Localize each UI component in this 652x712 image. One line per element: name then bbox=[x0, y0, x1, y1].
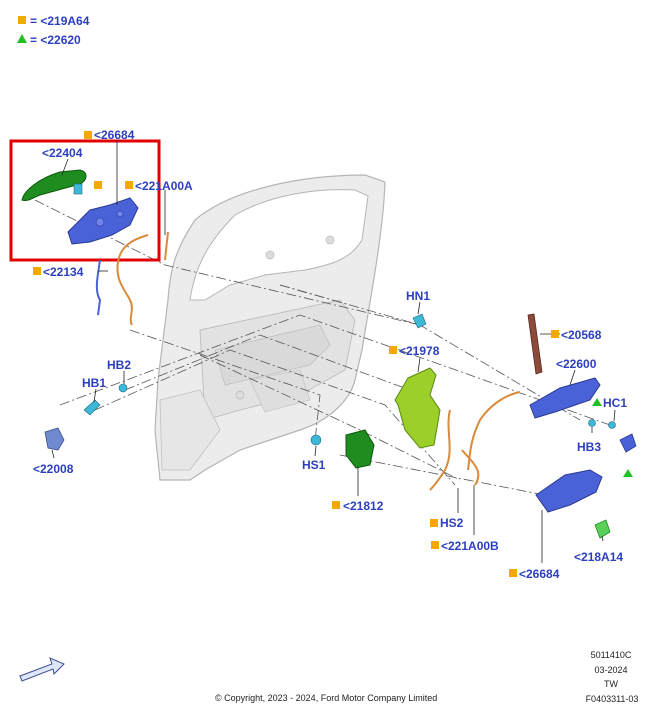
part-20568 bbox=[527, 313, 543, 375]
label-221A00B: <221A00B bbox=[441, 539, 499, 553]
part-HC1 bbox=[608, 421, 616, 429]
label-221A00A: <221A00A bbox=[135, 179, 193, 193]
label-HS2: HS2 bbox=[440, 516, 464, 530]
label-HN1: HN1 bbox=[406, 289, 430, 303]
cable-22134 bbox=[95, 231, 169, 326]
label-22134: <22134 bbox=[43, 265, 84, 279]
part-HN1 bbox=[412, 313, 427, 329]
part-26684-bottom bbox=[535, 469, 603, 513]
part-side-bracket bbox=[619, 433, 637, 453]
legend: = <219A64 = <22620 bbox=[17, 14, 90, 47]
callout-markers bbox=[33, 131, 633, 577]
part-HB1 bbox=[83, 399, 101, 416]
handle-bracket-part bbox=[67, 197, 139, 245]
label-21812: <21812 bbox=[343, 499, 384, 513]
label-HS1: HS1 bbox=[302, 458, 326, 472]
part-21978 bbox=[394, 367, 441, 449]
figure-id: F0403311-03 bbox=[585, 694, 639, 704]
part-HB3 bbox=[588, 419, 596, 427]
label-218A14: <218A14 bbox=[574, 550, 623, 564]
figure-code: 5011410C bbox=[590, 650, 632, 660]
front-direction-arrow-icon bbox=[19, 657, 65, 682]
outside-handle-part bbox=[21, 169, 87, 201]
label-22600: <22600 bbox=[556, 357, 597, 371]
label-20568: <20568 bbox=[561, 328, 602, 342]
legend-triangle-marker bbox=[17, 34, 27, 43]
label-HB1: HB1 bbox=[82, 376, 106, 390]
figure-date: 03-2024 bbox=[594, 665, 628, 675]
part-22600 bbox=[529, 377, 601, 419]
cable-221A00B bbox=[429, 391, 521, 491]
legend-triangle-text: = <22620 bbox=[30, 33, 81, 47]
part-HS1 bbox=[310, 434, 322, 446]
label-HC1: HC1 bbox=[603, 396, 627, 410]
callout-labels: <26684 <22404 <221A00A <22134 HN1 <20568… bbox=[33, 128, 627, 581]
legend-square-text: = <219A64 bbox=[30, 14, 90, 28]
highlight-box bbox=[9, 139, 161, 262]
label-22008: <22008 bbox=[33, 462, 74, 476]
label-26684-bottom: <26684 bbox=[519, 567, 560, 581]
legend-square-marker bbox=[18, 16, 26, 24]
leader-lines bbox=[51, 140, 616, 563]
part-HB2 bbox=[118, 383, 128, 393]
screw-part bbox=[73, 183, 83, 195]
door-inner-panel bbox=[154, 174, 386, 481]
label-26684-top: <26684 bbox=[94, 128, 135, 142]
label-21978: <21978 bbox=[399, 344, 440, 358]
part-21812 bbox=[345, 429, 375, 469]
figure-tw: TW bbox=[604, 679, 618, 689]
part-22008 bbox=[44, 427, 65, 451]
copyright-text: © Copyright, 2023 - 2024, Ford Motor Com… bbox=[215, 693, 438, 703]
label-22404: <22404 bbox=[42, 146, 83, 160]
part-218A14 bbox=[594, 519, 611, 539]
label-HB2: HB2 bbox=[107, 358, 131, 372]
label-HB3: HB3 bbox=[577, 440, 601, 454]
